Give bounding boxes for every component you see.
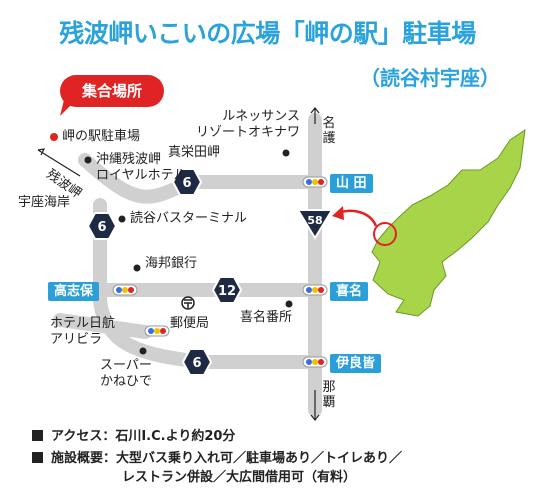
location-arrowhead: [332, 206, 344, 220]
route-58-label: 58: [307, 214, 322, 227]
route-12-label: 12: [218, 284, 236, 299]
road-hotel-branch: [53, 313, 152, 339]
intersection-kina: 喜名: [330, 282, 369, 301]
label-kina-office: 喜名番所: [240, 310, 293, 325]
post-office-symbol: [181, 296, 195, 310]
info-access: アクセス：石川I.C.より約20分: [32, 428, 235, 446]
page-subtitle: （読谷村宇座）: [360, 66, 500, 90]
label-maeda-misaki: 真栄田岬: [168, 145, 221, 160]
intersection-yamada: 山 田: [330, 174, 373, 193]
direction-naha: 那覇: [322, 380, 336, 410]
label-parking: 岬の駅駐車場: [62, 129, 141, 144]
bullet-square: [32, 430, 43, 441]
intersection-iraha: 伊良皆: [330, 354, 382, 373]
route-numbers: 6 6 12 6 58: [97, 176, 322, 371]
info-facilities: 施設概要：大型バス乗り入れ可／駐車場あり／トイレあり／: [32, 450, 402, 468]
route-6-label-b: 6: [97, 220, 106, 235]
route-6-label-c: 6: [192, 356, 201, 371]
label-bank: 海邦銀行: [145, 256, 198, 271]
label-renaissance: ルネッサンス リゾートオキナワ: [196, 109, 301, 140]
bullet-square: [32, 452, 43, 463]
label-bus-terminal: 読谷バスターミナル: [130, 211, 248, 226]
direction-arrows: [37, 107, 320, 421]
route-shields: [86, 168, 243, 376]
intersection-takashiho: 高志保: [48, 282, 100, 301]
callout-pointer: [60, 100, 76, 116]
okinawa-island-shape: [371, 128, 526, 317]
page-title: 残波岬いこいの広場「岬の駅」駐車場: [59, 19, 476, 48]
label-hotel-nikko: ホテル日航 アリビラ: [50, 316, 116, 347]
label-uza-beach: 宇座海岸: [18, 195, 71, 210]
label-hotel-royal: 沖縄残波岬 ロイヤルホテル: [96, 152, 187, 183]
traffic-lights: [112, 176, 328, 368]
location-circle: [373, 222, 397, 246]
route-58-shield: [296, 209, 334, 240]
route-6-label-a: 6: [182, 176, 191, 191]
direction-nago: 名護: [322, 116, 336, 146]
meeting-point-callout: 集合場所: [60, 75, 164, 107]
label-post-office: 郵便局: [170, 316, 210, 331]
location-dots: [50, 133, 293, 355]
info-facilities-cont: レストラン併設／大広間借用可（有料）: [122, 470, 357, 485]
label-supermarket: スーパー かねひで: [100, 358, 153, 389]
parking-dot: [50, 133, 58, 141]
